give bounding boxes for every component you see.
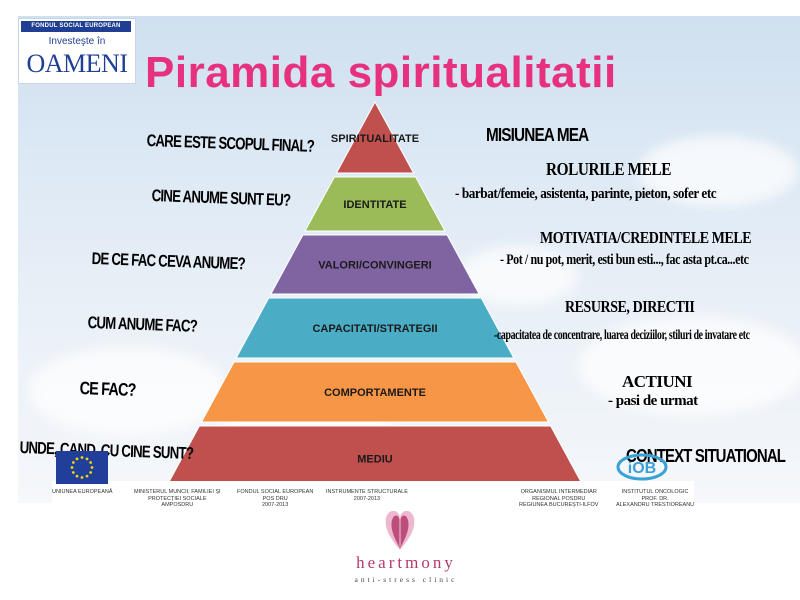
heartmony-logo-icon <box>385 510 415 550</box>
answer-5-title: ACTIUNI <box>622 372 693 391</box>
logo-big-text: OAMENI <box>26 49 129 78</box>
eu-star <box>70 466 74 469</box>
eu-star <box>75 457 79 461</box>
ios-institute-logo: iOB <box>616 453 668 481</box>
pyramid-tier-label-1: SPIRITUALITATE <box>331 133 419 145</box>
pyramid-tier-1 <box>335 100 415 174</box>
question-4: CUM ANUME FAC? <box>87 313 198 336</box>
eu-star <box>71 461 75 464</box>
answer-2-title: ROLURILE MELE <box>546 159 671 179</box>
logo-top-text: FONDUL SOCIAL EUROPEAN <box>21 21 131 32</box>
footer-label-instruments: INSTRUMENTE STRUCTURALE 2007-2013 <box>326 489 408 502</box>
pyramid-tier-2 <box>304 176 446 232</box>
footer-label-ministry: MINISTERUL MUNCII, FAMILIEI ȘI PROTECȚIE… <box>134 489 221 508</box>
pyramid-tier-label-3: VALORI/CONVINGERI <box>318 260 431 272</box>
eu-flag-icon <box>56 451 108 484</box>
pyramid-tier-5 <box>200 361 550 423</box>
eu-star <box>75 474 79 478</box>
answer-3-title: MOTIVATIA/CREDINTELE MELE <box>540 228 752 247</box>
eu-star <box>85 457 89 461</box>
footer-logos-strip <box>52 481 694 505</box>
eu-star <box>89 461 93 464</box>
pyramid-tier-4 <box>235 297 515 359</box>
footer-label-eu: UNIUNEA EUROPEANĂ <box>52 489 113 495</box>
logo-mid-text: Investeşte în <box>48 36 106 47</box>
eu-star <box>71 471 75 474</box>
question-5: CE FAC? <box>79 378 136 400</box>
answer-1: MISIUNEA MEA <box>486 125 589 145</box>
footer-label-organism: ORGANISMUL INTERMEDIAR REGIONAL POSDRU R… <box>519 489 599 508</box>
eu-star <box>85 474 89 478</box>
ios-logo-text: iOB <box>628 460 656 477</box>
footer-label-fse: FONDUL SOCIAL EUROPEAN POS DRU 2007-2013 <box>237 489 314 508</box>
brand-name: heartmony <box>356 553 456 572</box>
brand-tagline: anti-stress clinic <box>354 575 458 584</box>
answer-6: CONTEXT SITUATIONAL <box>626 446 786 466</box>
eu-star <box>90 466 94 469</box>
answer-4-detail: -capacitatea de concentrare, luarea deci… <box>494 328 750 343</box>
eu-star <box>89 471 93 474</box>
eu-star <box>80 456 84 459</box>
fse-logo: FONDUL SOCIAL EUROPEAN Investeşte în OAM… <box>18 18 136 84</box>
pyramid-tier-label-5: COMPORTAMENTE <box>324 387 426 399</box>
footer-label-institute: INSTITUTUL ONCOLOGIC PROF. DR. ALEXANDRU… <box>616 489 695 508</box>
answer-4-title: RESURSE, DIRECTII <box>565 297 695 316</box>
pyramid-tier-label-4: CAPACITATI/STRATEGII <box>312 323 437 335</box>
answer-3-detail: - Pot / nu pot, merit, esti bun esti...,… <box>500 252 749 268</box>
eu-star <box>80 476 84 479</box>
pyramid-tier-label-2: IDENTITATE <box>343 199 406 211</box>
pyramid-tier-3 <box>270 234 480 295</box>
pyramid-tier-label-6: MEDIU <box>357 454 393 466</box>
answer-5-detail: - pasi de urmat <box>608 393 698 409</box>
page-title: Piramida spiritualitatii <box>145 48 617 97</box>
answer-2-detail: - barbat/femeie, asistenta, parinte, pie… <box>455 186 717 202</box>
